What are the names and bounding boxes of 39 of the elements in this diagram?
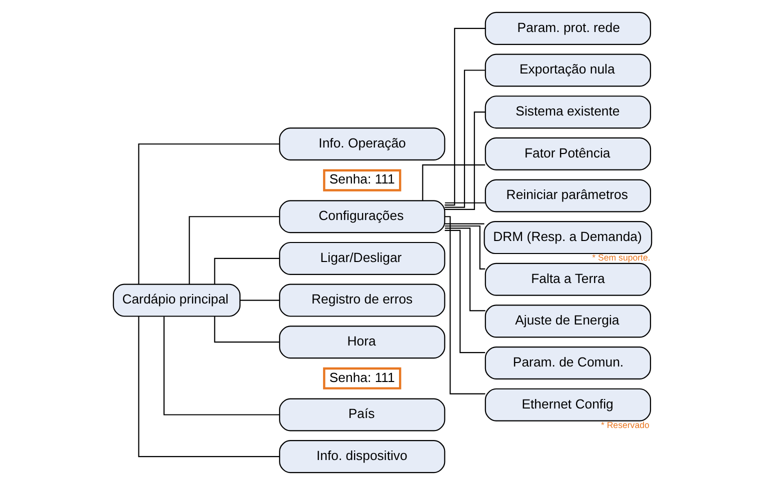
connector — [444, 228, 486, 312]
connector — [138, 143, 280, 284]
node-label: Senha: 111 — [329, 172, 395, 187]
connector — [240, 300, 280, 301]
node-box: Configurações — [279, 200, 446, 234]
connector — [138, 316, 280, 458]
connector — [214, 258, 280, 284]
node-box: Param. prot. rede — [484, 12, 652, 45]
connector — [214, 316, 280, 343]
node-box: País — [279, 398, 446, 432]
node-box: Cardápio principal — [112, 284, 241, 317]
node-box: Info. Operação — [279, 127, 446, 160]
node-box: Fator Potência — [484, 137, 652, 170]
node-box: Ethernet Config — [484, 388, 652, 422]
connector — [444, 230, 486, 354]
node-label: Senha: 111 — [329, 370, 395, 385]
node-box: Ajuste de Energia — [484, 304, 652, 338]
connector — [444, 216, 486, 394]
connector — [444, 70, 485, 208]
node-label: * Sem suporte. — [592, 252, 650, 263]
connector — [163, 316, 280, 416]
connector — [444, 112, 486, 210]
node-box: DRM (Resp. a Demanda) — [484, 221, 652, 254]
node-box: Param. de Comun. — [484, 346, 652, 380]
node-box: Sistema existente — [484, 96, 652, 129]
node-box: Falta a Terra — [484, 262, 652, 296]
connector — [444, 28, 486, 206]
connector — [422, 164, 486, 201]
node-box: Info. dispositivo — [279, 440, 446, 474]
node-box: Hora — [279, 326, 446, 359]
node-box: Registro de erros — [279, 284, 446, 317]
node-box: Ligar/Desligar — [279, 242, 446, 275]
node-box: Reiniciar parâmetros — [484, 179, 652, 212]
connector — [444, 223, 484, 224]
connector — [444, 225, 486, 270]
connector — [444, 202, 486, 204]
connector — [188, 216, 280, 284]
node-label: * Reservado — [600, 420, 650, 430]
node-box: Exportação nula — [484, 54, 652, 87]
